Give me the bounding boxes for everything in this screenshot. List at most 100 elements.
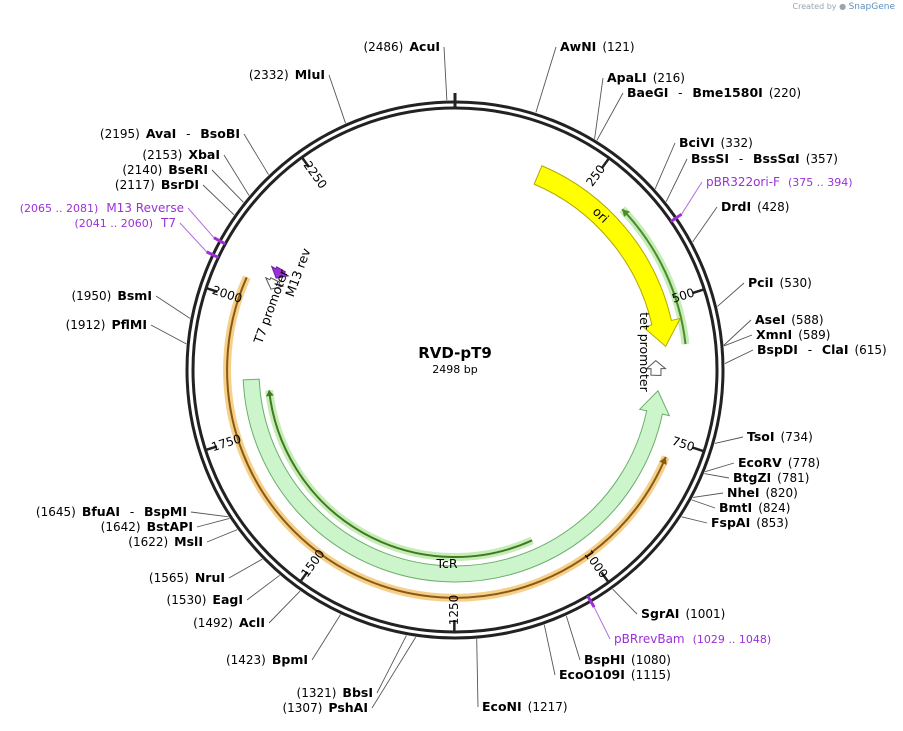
restriction-site-label: (1530)EagI	[167, 592, 243, 607]
site-name: BspMI	[144, 504, 187, 519]
credit-created-by: Created by	[792, 2, 837, 11]
site-position: (121)	[602, 40, 634, 54]
restriction-site-label: BspHI(1080)	[584, 652, 671, 667]
site-position: (530)	[780, 276, 812, 290]
orf-line	[226, 276, 667, 599]
site-position: (589)	[798, 328, 830, 342]
restriction-site-label: (1912)PflMI	[66, 317, 147, 332]
site-position: (2195)	[100, 127, 140, 141]
orf-arrowhead	[659, 456, 667, 465]
site-name: BsrDI	[161, 177, 199, 192]
tick-label: 1250	[447, 595, 461, 626]
site-position: (357)	[806, 152, 838, 166]
site-position: (734)	[781, 430, 813, 444]
primer-label: pBRrevBam(1029 .. 1048)	[614, 632, 771, 646]
site-position: (1645)	[36, 505, 76, 519]
site-leader	[681, 516, 708, 524]
site-position: (778)	[788, 456, 820, 470]
orf-glow	[265, 389, 534, 562]
site-position: (2140)	[122, 163, 162, 177]
restriction-site-label: BssSI - BssSαI(357)	[691, 151, 838, 166]
site-leader	[724, 349, 754, 364]
site-layer: AwNI(121)ApaLI(216)BaeGI - Bme1580I(220)…	[36, 39, 887, 715]
primer-marker	[213, 236, 227, 246]
site-leader	[704, 462, 735, 473]
primer-name: T7	[160, 216, 176, 230]
site-name: ApaLI	[607, 70, 647, 85]
site-leader	[243, 133, 269, 175]
feature-label-tet-promoter: tet promoter	[637, 312, 652, 392]
restriction-site-label: FspAI(853)	[711, 515, 789, 530]
site-name: EcoRV	[738, 455, 782, 470]
site-position: (615)	[854, 343, 886, 357]
site-leader	[196, 518, 230, 528]
site-position: (1492)	[193, 616, 233, 630]
site-position: (1423)	[226, 653, 266, 667]
site-name: MluI	[295, 67, 325, 82]
tick-mark	[300, 156, 310, 168]
primer-label: pBR322ori-F(375 .. 394)	[706, 175, 853, 189]
site-position: (588)	[791, 313, 823, 327]
restriction-site-label: (1423)BpmI	[226, 652, 308, 667]
restriction-site-label: BtgZI(781)	[733, 470, 809, 485]
site-leader	[717, 282, 745, 307]
site-name: BseRI	[168, 162, 208, 177]
site-alias-separator: -	[674, 86, 686, 100]
restriction-site-label: EcoRV (778)	[738, 455, 820, 470]
restriction-site-label: (2486)AcuI	[363, 39, 440, 54]
restriction-site-label: (1492) AclI	[193, 615, 265, 630]
site-name: BssSαI	[753, 151, 800, 166]
site-name: PflMI	[111, 317, 147, 332]
primer-range: (2065 .. 2081)	[20, 202, 99, 215]
tick-mark	[299, 571, 309, 583]
restriction-site-label: (1950)BsmI	[71, 288, 152, 303]
restriction-site-label: BaeGI - Bme1580I(220)	[627, 85, 801, 100]
site-leader	[443, 46, 448, 101]
site-leader	[311, 614, 341, 661]
site-name: NheI	[727, 485, 760, 500]
site-leader	[211, 169, 244, 203]
site-name: BsoBI	[200, 126, 240, 141]
primer-label: (2041 .. 2060)T7	[74, 216, 176, 230]
restriction-site-label: (1307)PshAI	[282, 700, 368, 715]
tick-mark	[205, 286, 218, 293]
site-position: (332)	[721, 136, 753, 150]
orf-glow	[223, 275, 670, 602]
tick-label: 500	[670, 285, 696, 305]
primer-marker	[586, 595, 596, 608]
site-position: (1080)	[631, 653, 671, 667]
site-alias-separator: -	[126, 505, 138, 519]
site-name: Bme1580I	[692, 85, 762, 100]
site-leader	[206, 529, 238, 543]
site-leader	[246, 574, 280, 601]
site-leader	[190, 511, 229, 518]
site-leader	[612, 588, 638, 615]
restriction-site-label: (1565)NruI	[149, 570, 225, 585]
restriction-site-label: (2117)BsrDI	[115, 177, 199, 192]
site-leader	[202, 184, 235, 216]
site-name: BciVI	[679, 135, 715, 150]
site-name: BbsI	[342, 685, 373, 700]
site-name: BspDI	[757, 342, 798, 357]
restriction-site-label: DrdI(428)	[721, 199, 789, 214]
restriction-site-label: AwNI(121)	[560, 39, 635, 54]
tick-label: 1000	[581, 548, 610, 581]
site-position: (428)	[757, 200, 789, 214]
tick-mark	[692, 446, 705, 453]
primer-name: M13 Reverse	[106, 201, 184, 215]
restriction-site-label: XmnI (589)	[756, 327, 831, 342]
site-leader	[596, 92, 624, 141]
primer-layer: pBR322ori-F(375 .. 394) pBRrevBam(1029 ..…	[20, 175, 853, 646]
primer-name: pBR322ori-F	[706, 175, 780, 189]
site-name: AclI	[239, 615, 265, 630]
orf-line	[268, 390, 533, 559]
site-leader	[692, 492, 724, 498]
site-name: BtgZI	[733, 470, 771, 485]
site-position: (824)	[758, 501, 790, 515]
site-name: XmnI	[756, 327, 792, 342]
site-name: MslI	[174, 534, 203, 549]
site-position: (1950)	[71, 289, 111, 303]
feature-arrow	[242, 378, 671, 583]
site-leader	[228, 558, 263, 579]
